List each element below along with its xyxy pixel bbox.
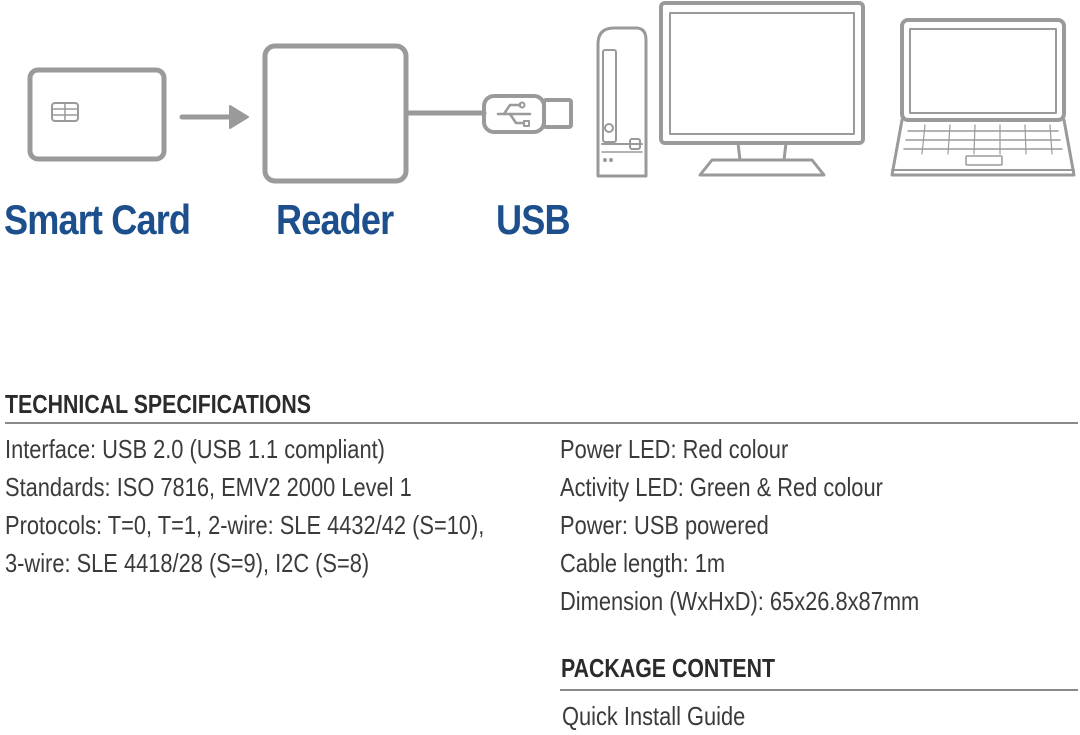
spec-interface: Interface: USB 2.0 (USB 1.1 compliant) (5, 434, 385, 464)
technical-divider (5, 422, 1078, 424)
monitor-icon (659, 1, 865, 177)
package-content-title: PACKAGE CONTENT (561, 653, 775, 683)
desktop-tower-icon (596, 26, 648, 178)
spec-power-led: Power LED: Red colour (560, 434, 789, 464)
technical-specifications-title: TECHNICAL SPECIFICATIONS (5, 389, 312, 419)
spec-activity-led: Activity LED: Green & Red colour (560, 472, 883, 502)
usb-plug-icon (482, 94, 573, 134)
spec-standards: Standards: ISO 7816, EMV2 2000 Level 1 (5, 472, 412, 502)
package-divider (560, 689, 1078, 691)
package-item: Quick Install Guide (562, 701, 746, 731)
smart-card-icon (27, 67, 167, 162)
spec-cable-length: Cable length: 1m (560, 548, 726, 578)
spec-power: Power: USB powered (560, 510, 769, 540)
label-smart-card: Smart Card (4, 196, 191, 243)
label-usb: USB (496, 196, 571, 243)
label-reader: Reader (276, 196, 394, 243)
spec-protocols-continued: 3-wire: SLE 4418/28 (S=9), I2C (S=8) (5, 548, 370, 578)
connection-diagram (27, 1, 1076, 184)
spec-dimension: Dimension (WxHxD): 65x26.8x87mm (560, 586, 920, 616)
arrow-right-icon (179, 105, 249, 129)
spec-protocols: Protocols: T=0, T=1, 2-wire: SLE 4432/42… (5, 510, 485, 540)
reader-icon (262, 43, 487, 184)
laptop-icon (890, 18, 1076, 177)
